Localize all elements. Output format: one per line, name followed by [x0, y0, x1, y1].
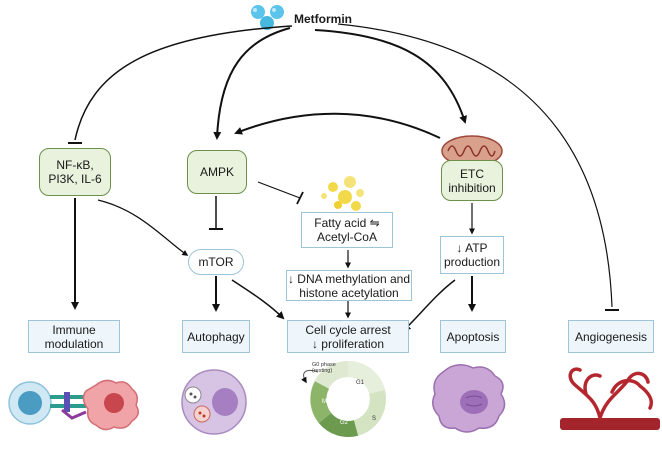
node-cellcycle-label: Cell cycle arrest ↓ proliferation: [305, 322, 391, 351]
edge-metformin-nfkb: [74, 25, 293, 141]
edge-nfkb-mtor: [97, 199, 189, 256]
node-etc-label: ETC inhibition: [448, 166, 496, 195]
node-immune: Immune modulation: [28, 320, 120, 353]
edge-metformin-etc: [314, 29, 467, 124]
edge-mtor-cellcycle: [231, 279, 285, 320]
lipid-droplets-icon: [321, 176, 364, 211]
node-apoptosis-label: Apoptosis: [446, 329, 500, 344]
node-atp-label: ↓ ATP production: [443, 241, 501, 269]
node-apoptosis: Apoptosis: [440, 320, 506, 353]
cycle-label-s: S: [372, 416, 376, 422]
cycle-label-g0: G0 phase(resting): [312, 362, 336, 374]
edge-ampk-fatty: [257, 181, 301, 199]
mitochondrion-icon: [441, 135, 503, 167]
cycle-label-g1: G1: [356, 380, 365, 386]
node-ampk: AMPK: [187, 150, 247, 194]
node-mtor-label: mTOR: [198, 255, 234, 269]
node-immune-label: Immune modulation: [44, 322, 104, 351]
edge-metformin-ampk: [213, 27, 291, 140]
node-autophagy: Autophagy: [182, 320, 250, 353]
node-dna: ↓ DNA methylation and histone acetylatio…: [286, 270, 412, 301]
cell-cycle-ring: [301, 361, 386, 438]
node-autophagy-label: Autophagy: [187, 329, 245, 344]
node-angiogenesis: Angiogenesis: [568, 320, 654, 353]
node-fatty-acid-label: Fatty acid ⇋ Acetyl-CoA: [314, 216, 380, 244]
edge-metformin-angiogenesis: [337, 23, 613, 308]
node-ampk-label: AMPK: [199, 165, 234, 179]
node-atp: ↓ ATP production: [440, 236, 504, 274]
apoptosis-cell-icon: [432, 364, 506, 433]
blood-vessel-icon: [560, 367, 660, 430]
node-nfkb-label: NF-κB, PI3K, IL-6: [48, 158, 102, 186]
node-angiogenesis-label: Angiogenesis: [574, 329, 648, 344]
node-etc: ETC inhibition: [441, 160, 503, 201]
node-mtor: mTOR: [188, 249, 244, 275]
node-cellcycle: Cell cycle arrest ↓ proliferation: [287, 320, 409, 353]
node-nfkb: NF-κB, PI3K, IL-6: [39, 148, 111, 196]
immune-cells-icon: [8, 379, 139, 431]
node-dna-label: ↓ DNA methylation and histone acetylatio…: [287, 271, 411, 300]
autophagy-cell-icon: [181, 369, 247, 435]
cycle-label-m: M: [322, 399, 327, 405]
metformin-pill-icon: [251, 5, 284, 30]
edge-etc-ampk: [234, 112, 441, 139]
diagram-title: Metformin: [294, 12, 352, 26]
cycle-label-g2: G2: [340, 420, 349, 426]
node-fatty-acid: Fatty acid ⇋ Acetyl-CoA: [301, 212, 393, 248]
